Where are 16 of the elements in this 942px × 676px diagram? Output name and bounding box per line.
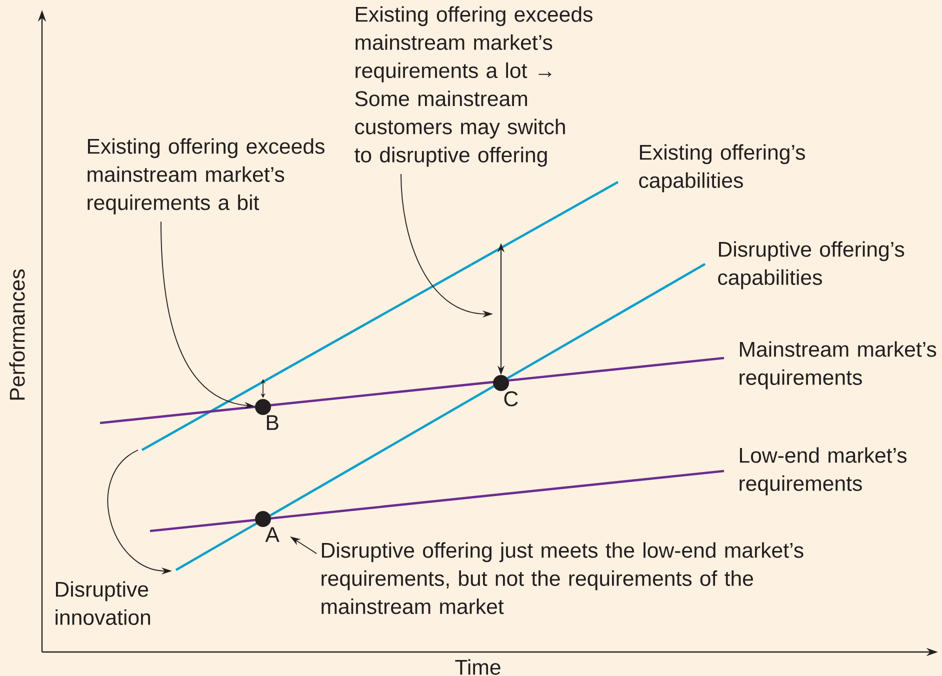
axis-label: Time (455, 659, 500, 675)
annotation-text: Disruptive innovation (56, 581, 150, 625)
line-label: Mainstream market’s requirements (740, 341, 936, 390)
annotation-text: Existing offering exceeds mainstream market’s requirements a lot → Some mainstream customers may switch to disruptive offering (354, 6, 592, 167)
axis-label: Performances (9, 269, 25, 400)
annotation-text: Existing offering exceeds mainstream market’s requirements a bit (88, 138, 324, 214)
point-dot (493, 375, 509, 391)
point-dot (255, 511, 271, 527)
point-label: B (266, 415, 278, 430)
point-dot (255, 399, 271, 415)
point-label: A (265, 527, 280, 542)
annotation-text: Disruptive offering just meets the low-end market’s requirements, but not the requirements of the mainstream market (322, 542, 804, 614)
line-label: Low-end market’s requirements (740, 447, 907, 496)
point-label: C (504, 391, 518, 406)
line-label: Disruptive offering’s capabilities (718, 241, 904, 290)
line-label: Existing offering’s capabilities (639, 144, 805, 192)
